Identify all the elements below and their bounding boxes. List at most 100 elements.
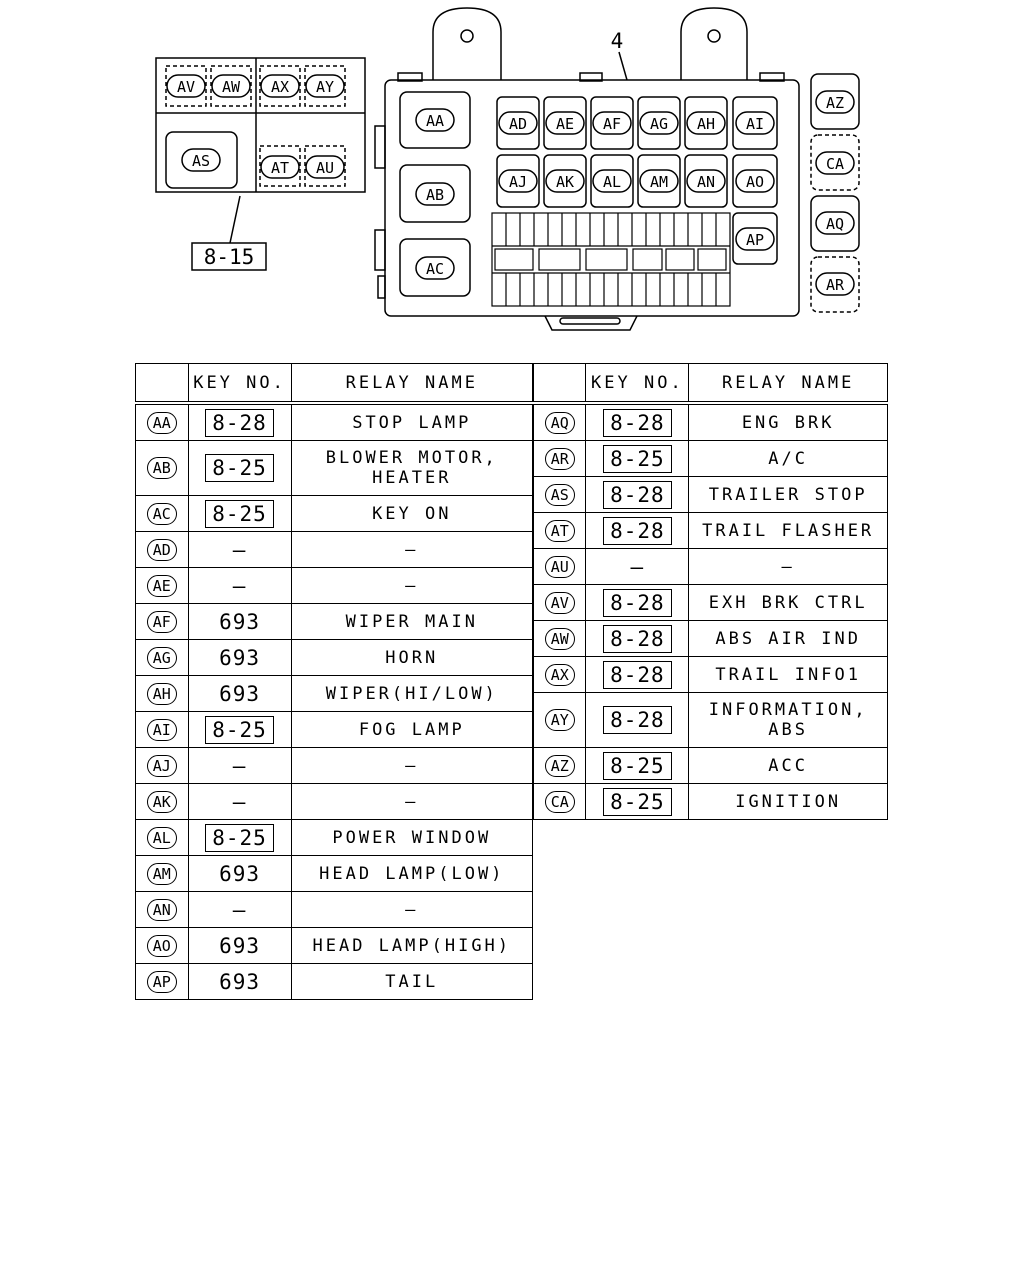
relay-AI[interactable]: AI xyxy=(735,111,775,135)
relay-code[interactable]: AS xyxy=(544,483,575,506)
relay-CA[interactable]: CA xyxy=(815,151,855,175)
svg-text:AB: AB xyxy=(426,186,444,204)
relay-code-cell: AN xyxy=(135,891,189,928)
key-no[interactable]: — xyxy=(232,789,247,814)
relay-code[interactable]: AD xyxy=(146,538,177,561)
relay-AW[interactable]: AW xyxy=(211,74,251,98)
relay-AA[interactable]: AA xyxy=(415,108,455,132)
key-no-cell: 693 xyxy=(187,603,292,640)
key-no[interactable]: 8-28 xyxy=(603,408,672,437)
key-no[interactable]: — xyxy=(232,753,247,778)
key-no[interactable]: 8-25 xyxy=(205,499,274,528)
relay-name-cell: HORN xyxy=(290,639,534,676)
relay-code[interactable]: AB xyxy=(146,457,177,479)
key-no[interactable]: 693 xyxy=(219,969,260,994)
relay-AC[interactable]: AC xyxy=(415,256,455,280)
relay-code[interactable]: AQ xyxy=(544,411,575,434)
key-no[interactable]: 693 xyxy=(219,861,260,886)
key-no[interactable]: 693 xyxy=(219,609,260,634)
relay-name: WIPER(HI/LOW) xyxy=(325,683,498,704)
key-no[interactable]: 8-25 xyxy=(603,787,672,816)
relay-code[interactable]: AE xyxy=(146,574,177,597)
callout-8-15: 8-15 xyxy=(191,242,267,271)
relay-AH[interactable]: AH xyxy=(686,111,726,135)
relay-code-cell: AZ xyxy=(532,747,587,784)
key-no[interactable]: 8-25 xyxy=(205,715,274,744)
relay-code[interactable]: AR xyxy=(544,447,575,470)
relay-name: ABS AIR IND xyxy=(715,628,861,649)
key-no[interactable]: 8-25 xyxy=(205,454,274,482)
relay-code[interactable]: AJ xyxy=(146,754,177,777)
key-no[interactable]: 8-28 xyxy=(603,660,672,689)
relay-code[interactable]: AP xyxy=(146,970,177,993)
relay-name-cell: ENG BRK xyxy=(688,402,888,441)
key-no[interactable]: 8-28 xyxy=(603,516,672,545)
svg-text:AY: AY xyxy=(316,78,334,96)
relay-AZ[interactable]: AZ xyxy=(815,90,855,114)
relay-code-cell: AS xyxy=(532,476,587,513)
relay-name-cell: TRAIL INFO1 xyxy=(688,656,888,693)
relay-AL[interactable]: AL xyxy=(592,169,632,193)
relay-code[interactable]: AI xyxy=(146,718,177,741)
relay-AP[interactable]: AP xyxy=(735,227,775,251)
key-no[interactable]: 8-28 xyxy=(603,624,672,653)
key-no-cell: 693 xyxy=(187,963,292,1000)
relay-code[interactable]: AW xyxy=(544,627,575,650)
relay-AE[interactable]: AE xyxy=(545,111,585,135)
relay-code[interactable]: AH xyxy=(146,682,177,705)
relay-AU[interactable]: AU xyxy=(305,155,345,179)
relay-name: — xyxy=(405,791,419,812)
relay-code[interactable]: AO xyxy=(146,934,177,957)
key-no[interactable]: 693 xyxy=(219,681,260,706)
relay-AG[interactable]: AG xyxy=(639,111,679,135)
relay-AR[interactable]: AR xyxy=(815,272,855,296)
key-no[interactable]: 8-25 xyxy=(603,444,672,473)
key-no[interactable]: 8-25 xyxy=(205,823,274,852)
key-no[interactable]: 8-25 xyxy=(603,751,672,780)
relay-code[interactable]: CA xyxy=(544,790,575,813)
key-no[interactable]: — xyxy=(630,554,645,579)
relay-code[interactable]: AV xyxy=(544,591,575,614)
relay-AB[interactable]: AB xyxy=(415,182,455,206)
key-no-cell: — xyxy=(187,567,292,604)
relay-code[interactable]: AT xyxy=(544,519,575,542)
key-no[interactable]: 8-28 xyxy=(205,408,274,437)
key-no[interactable]: — xyxy=(232,897,247,922)
key-no[interactable]: — xyxy=(232,573,247,598)
relay-AO[interactable]: AO xyxy=(735,169,775,193)
relay-code[interactable]: AU xyxy=(544,555,575,578)
relay-AS[interactable]: AS xyxy=(181,148,221,172)
relay-code[interactable]: AF xyxy=(146,610,177,633)
relay-AM[interactable]: AM xyxy=(639,169,679,193)
relay-AN[interactable]: AN xyxy=(686,169,726,193)
relay-code[interactable]: AG xyxy=(146,646,177,669)
relay-code[interactable]: AN xyxy=(146,898,177,921)
relay-AJ[interactable]: AJ xyxy=(498,169,538,193)
relay-AY[interactable]: AY xyxy=(305,74,345,98)
relay-AX[interactable]: AX xyxy=(260,74,300,98)
svg-text:AN: AN xyxy=(697,173,715,191)
relay-AQ[interactable]: AQ xyxy=(815,211,855,235)
key-no[interactable]: 8-28 xyxy=(603,480,672,509)
relay-AF[interactable]: AF xyxy=(592,111,632,135)
key-no[interactable]: 693 xyxy=(219,933,260,958)
key-no[interactable]: 693 xyxy=(219,645,260,670)
key-no[interactable]: 8-28 xyxy=(603,588,672,617)
relay-code[interactable]: AK xyxy=(146,790,177,813)
relay-AD[interactable]: AD xyxy=(498,111,538,135)
relay-AV[interactable]: AV xyxy=(166,74,206,98)
relay-code[interactable]: AC xyxy=(146,502,177,525)
key-no[interactable]: 8-28 xyxy=(603,706,672,734)
relay-AT[interactable]: AT xyxy=(260,155,300,179)
relay-AK[interactable]: AK xyxy=(545,169,585,193)
relay-code[interactable]: AA xyxy=(146,411,177,434)
relay-code[interactable]: AY xyxy=(544,709,575,731)
relay-code[interactable]: AZ xyxy=(544,754,575,777)
relay-code[interactable]: AX xyxy=(544,663,575,686)
relay-code[interactable]: AL xyxy=(146,826,177,849)
relay-code[interactable]: AM xyxy=(146,862,177,885)
key-no[interactable]: — xyxy=(232,537,247,562)
